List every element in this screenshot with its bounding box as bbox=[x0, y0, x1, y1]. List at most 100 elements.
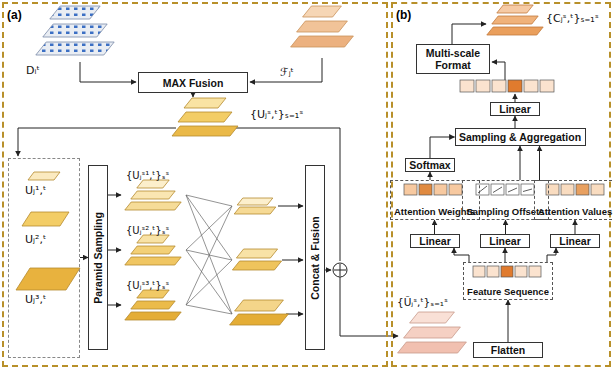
feature-layer bbox=[131, 246, 175, 254]
arrow-connector bbox=[505, 220, 506, 234]
feature-layer bbox=[184, 98, 226, 108]
feature-layer bbox=[178, 112, 232, 122]
feature-layer bbox=[16, 268, 80, 290]
box-label: Linear bbox=[489, 235, 521, 247]
token bbox=[524, 80, 538, 92]
panel: (a) MAX FusionUⱼ¹,ᵗUⱼ²,ᵗUⱼ³,ᵗ Paramid Samp… bbox=[2, 2, 388, 367]
token bbox=[591, 184, 604, 195]
process-box: Sampling & Aggregation bbox=[455, 128, 586, 146]
cross-link bbox=[186, 195, 232, 260]
panel: (b)Multi-scale FormatLinearSampling & Ag… bbox=[391, 2, 611, 367]
arrow-connector bbox=[539, 146, 540, 180]
feature-layer bbox=[492, 16, 538, 24]
label-holder: {Uⱼˢ¹,ᵗ}ₛˢ bbox=[126, 165, 169, 183]
feature-layer bbox=[291, 36, 354, 47]
feature-layer bbox=[235, 300, 284, 311]
process-box: Flatten bbox=[473, 342, 543, 358]
label-holder: (b) bbox=[396, 5, 411, 23]
token bbox=[501, 266, 513, 277]
arrow-connector bbox=[430, 172, 431, 180]
label-holder: Uⱼ²,ᵗ bbox=[25, 233, 46, 246]
feature-layer bbox=[237, 198, 273, 205]
arrow-connector bbox=[575, 220, 576, 234]
feature-layer bbox=[22, 212, 69, 226]
math-label: {Uⱼˢ¹,ᵗ}ₛˢ bbox=[126, 170, 169, 181]
feature-layer bbox=[487, 27, 543, 35]
token bbox=[508, 80, 522, 92]
label-holder: (a) bbox=[7, 5, 22, 23]
label-holder: Uⱼ³,ᵗ bbox=[25, 293, 46, 306]
box-label: Uⱼ¹,ᵗ bbox=[25, 184, 46, 197]
box-label: Attention Values bbox=[538, 206, 612, 217]
arrow-connector bbox=[505, 248, 506, 262]
token bbox=[419, 184, 432, 195]
token bbox=[491, 184, 504, 195]
math-label: {Uⱼˢ,ᵗ}ₛ₌₁ˢ bbox=[250, 108, 303, 121]
feature-layer bbox=[137, 235, 169, 243]
box-label: Softmax bbox=[409, 159, 450, 171]
process-box: Attention Weights bbox=[390, 180, 480, 220]
label-holder: {Uⱼˢ³,ᵗ}ₛˢ bbox=[126, 275, 169, 293]
box-label: Concat & Fusion bbox=[309, 216, 321, 299]
panel-label: (b) bbox=[396, 8, 411, 22]
box-label: Paramid Sampling bbox=[92, 212, 104, 304]
cross-link bbox=[186, 260, 232, 305]
label-holder: {Cⱼˢ,ᵗ}ₛ₌₁ˢ bbox=[546, 8, 599, 26]
process-box: Concat & Fusion bbox=[305, 165, 325, 350]
label-holder: {Uⱼˢ,ᵗ}ₛ₌₁ˢ bbox=[250, 104, 303, 122]
arrow-connector bbox=[454, 248, 469, 262]
feature-layer bbox=[131, 191, 175, 199]
cross-link bbox=[186, 195, 232, 314]
math-label: {Uⱼˢ³,ᵗ}ₛˢ bbox=[126, 280, 169, 291]
label-holder: ℱⱼᵗ bbox=[280, 62, 294, 80]
cross-link bbox=[186, 206, 232, 305]
label-holder: Uⱼ¹,ᵗ bbox=[25, 184, 46, 197]
feature-layer bbox=[232, 261, 281, 270]
cross-link bbox=[186, 206, 232, 250]
process-box: Linear bbox=[410, 234, 460, 248]
label-holder: {Uⱼˢ²,ᵗ}ₛˢ bbox=[126, 220, 169, 238]
token bbox=[460, 80, 474, 92]
offset-mark bbox=[508, 188, 517, 192]
math-label: ℱⱼᵗ bbox=[280, 66, 294, 79]
cross-link bbox=[186, 305, 232, 314]
arrow-connector bbox=[430, 137, 455, 158]
process-box: Linear bbox=[490, 102, 540, 116]
box-label: Linear bbox=[499, 103, 531, 115]
cross-link bbox=[186, 250, 232, 314]
feature-layer bbox=[230, 314, 289, 325]
arrow-connector bbox=[508, 300, 509, 342]
process-box: MAX Fusion bbox=[138, 72, 248, 93]
offset-mark bbox=[493, 187, 502, 193]
offset-mark bbox=[523, 189, 532, 192]
token bbox=[476, 184, 489, 195]
process-box: Paramid Sampling bbox=[88, 165, 108, 350]
token bbox=[476, 80, 490, 92]
token bbox=[449, 184, 462, 195]
label-holder: {Ũⱼˢ,ᵗ}ₛ₌₁ˢ bbox=[397, 292, 448, 310]
feature-layer bbox=[125, 202, 181, 210]
feature-layer bbox=[137, 180, 169, 188]
feature-layer bbox=[172, 126, 238, 136]
group-box: Uⱼ¹,ᵗUⱼ²,ᵗUⱼ³,ᵗ bbox=[8, 158, 80, 358]
feature-layer bbox=[125, 257, 181, 265]
box-label: Sampling & Aggregation bbox=[459, 131, 581, 143]
feature-layer bbox=[404, 327, 461, 338]
feature-layer bbox=[137, 290, 169, 298]
token bbox=[434, 184, 447, 195]
feature-layer bbox=[497, 5, 533, 13]
arrow-connector bbox=[434, 220, 435, 234]
feature-layer bbox=[234, 207, 276, 214]
process-box: Sampling Offsets bbox=[462, 180, 549, 220]
token bbox=[506, 184, 519, 195]
process-box: Linear bbox=[480, 234, 530, 248]
token bbox=[529, 266, 541, 277]
box-label: Flatten bbox=[491, 344, 525, 356]
arrow-connector bbox=[80, 257, 88, 258]
math-label: Dᵢᵗ bbox=[26, 64, 40, 77]
process-box: Attention Values bbox=[534, 180, 613, 220]
feature-layer bbox=[50, 6, 100, 19]
math-label: {Ũⱼˢ,ᵗ}ₛ₌₁ˢ bbox=[397, 296, 448, 308]
feature-layer bbox=[297, 21, 348, 32]
token bbox=[473, 266, 485, 277]
